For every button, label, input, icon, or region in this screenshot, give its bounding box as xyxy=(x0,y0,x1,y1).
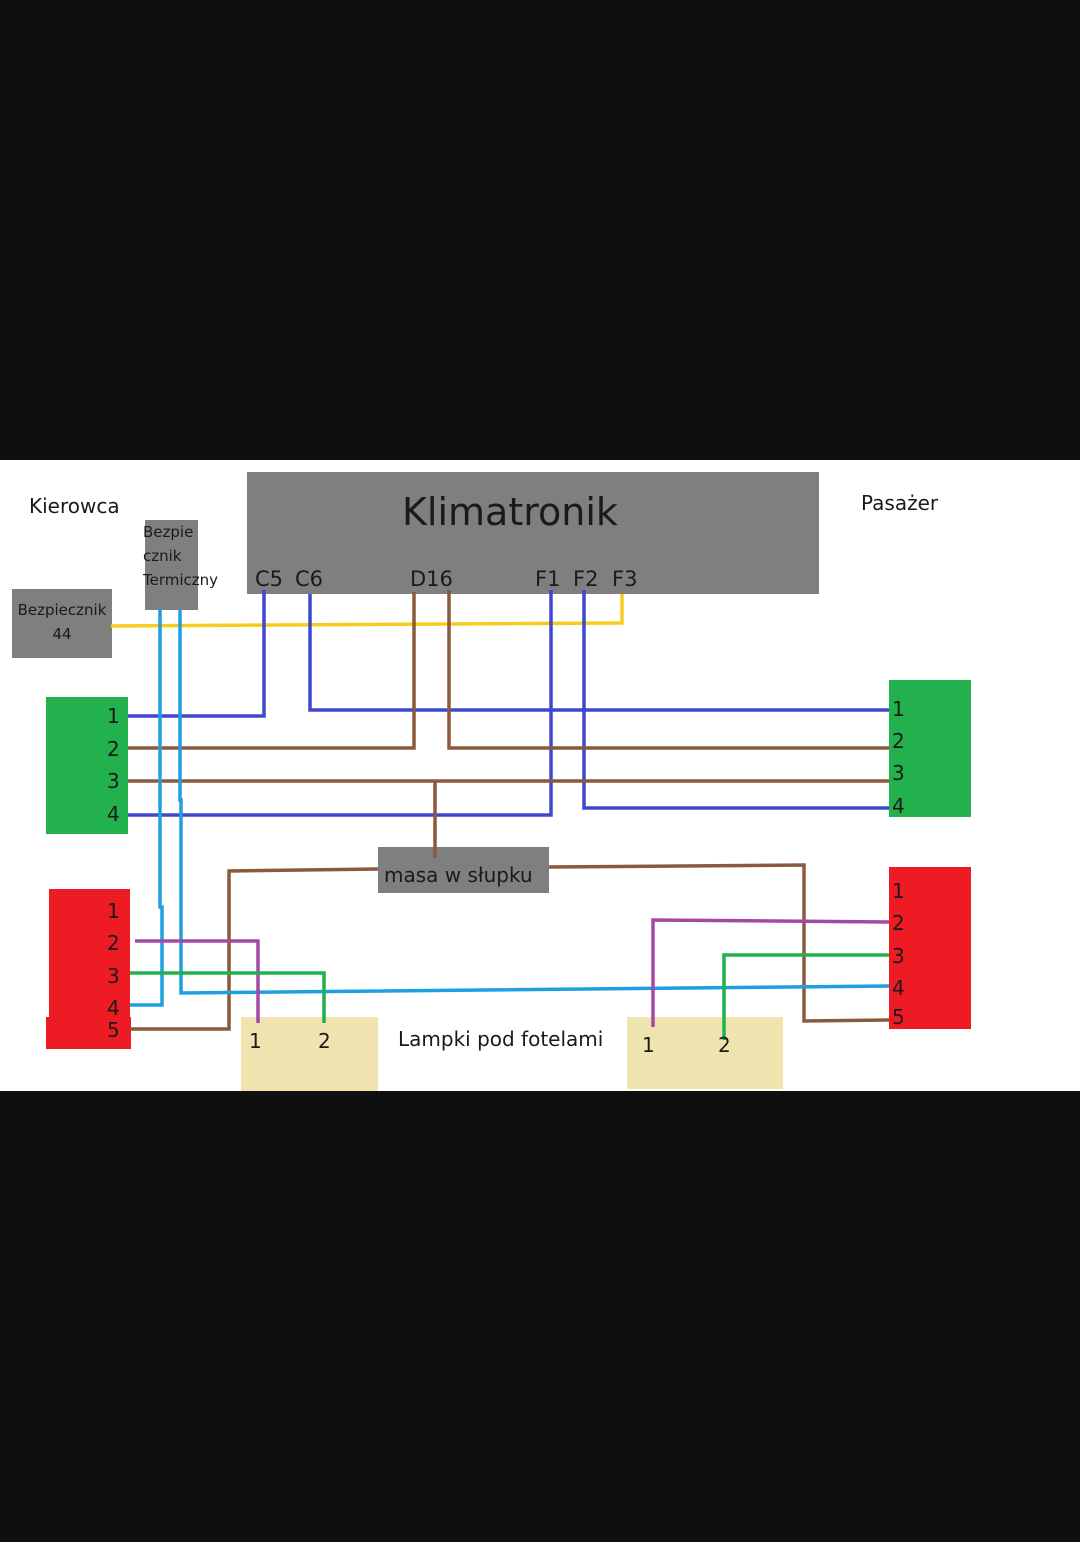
wire-green-left xyxy=(130,971,326,1023)
passenger-red-pin-5: 5 xyxy=(892,1005,905,1029)
wire-purple-left xyxy=(135,939,260,1023)
passenger-green-pin-4: 4 xyxy=(892,794,905,818)
wire-purple-right xyxy=(651,918,890,1027)
passenger-red-pin-4: 4 xyxy=(892,976,905,1000)
thermal-fuse-box xyxy=(145,520,198,610)
ecu-pin-c5: C5 xyxy=(255,567,284,591)
wire-lightblue-1 xyxy=(130,610,164,1007)
ecu-pin-c6: C6 xyxy=(295,567,324,591)
wire-brown-d16a xyxy=(128,592,416,750)
driver-red-pin-2: 2 xyxy=(107,931,120,955)
driver-green-pin-2: 2 xyxy=(107,737,120,761)
fuse-44-label: Bezpiecznik 44 xyxy=(17,601,107,643)
driver-green-pin-4: 4 xyxy=(107,802,120,826)
wire-blue-f2 xyxy=(582,590,889,810)
lamp-right xyxy=(627,1017,783,1089)
ground-label: masa w słupku xyxy=(384,863,533,887)
thermal-fuse-label-3: Termiczny xyxy=(143,571,219,589)
passenger-red-connector xyxy=(889,867,971,1029)
thermal-fuse-label-2: cznik xyxy=(143,547,182,565)
wire-blue-f1 xyxy=(128,590,553,817)
lamp-left xyxy=(241,1017,378,1091)
driver-green-pin-1: 1 xyxy=(107,704,120,728)
klimatronik-module xyxy=(247,472,819,594)
passenger-green-pin-1: 1 xyxy=(892,697,905,721)
passenger-green-pin-3: 3 xyxy=(892,761,905,785)
lamp-left-pin-1: 1 xyxy=(249,1029,262,1053)
driver-red-pin-1: 1 xyxy=(107,899,120,923)
ecu-pin-d16: D16 xyxy=(410,567,453,591)
driver-red-pin-3: 3 xyxy=(107,964,120,988)
wire-yellow-f3 xyxy=(110,594,624,628)
lamp-left-pin-2: 2 xyxy=(318,1029,331,1053)
passenger-red-pin-1: 1 xyxy=(892,879,905,903)
driver-red-connector-tab xyxy=(46,1017,131,1049)
driver-green-pin-3: 3 xyxy=(107,769,120,793)
ecu-pin-f1: F1 xyxy=(535,567,561,591)
wire-blue-c6 xyxy=(308,594,889,712)
ecu-pin-f3: F3 xyxy=(612,567,638,591)
klimatronik-title: Klimatronik xyxy=(402,490,618,534)
wire-lightblue-2 xyxy=(178,610,890,995)
wire-brown-d16b xyxy=(447,590,889,750)
lamps-label: Lampki pod fotelami xyxy=(398,1027,604,1051)
ground-box xyxy=(378,847,549,893)
passenger-red-pin-3: 3 xyxy=(892,944,905,968)
lamp-right-pin-2: 2 xyxy=(718,1033,731,1057)
driver-red-pin-5: 5 xyxy=(107,1018,120,1042)
lamp-right-pin-1: 1 xyxy=(642,1033,655,1057)
passenger-red-pin-2: 2 xyxy=(892,911,905,935)
fuse-44-box xyxy=(12,589,112,658)
wire-brown-ground-right xyxy=(548,863,890,1023)
passenger-label: Pasażer xyxy=(861,491,939,515)
wire-blue-c5 xyxy=(128,590,266,718)
passenger-green-connector xyxy=(889,680,971,817)
wire-brown-ground-left xyxy=(130,867,379,1031)
wire-green-right xyxy=(722,953,889,1040)
driver-red-connector xyxy=(49,889,130,1019)
driver-label: Kierowca xyxy=(29,494,120,518)
driver-green-connector xyxy=(46,697,128,834)
passenger-green-pin-2: 2 xyxy=(892,729,905,753)
driver-red-pin-4: 4 xyxy=(107,996,120,1020)
ecu-pin-f2: F2 xyxy=(573,567,599,591)
thermal-fuse-label-1: Bezpie xyxy=(143,523,194,541)
